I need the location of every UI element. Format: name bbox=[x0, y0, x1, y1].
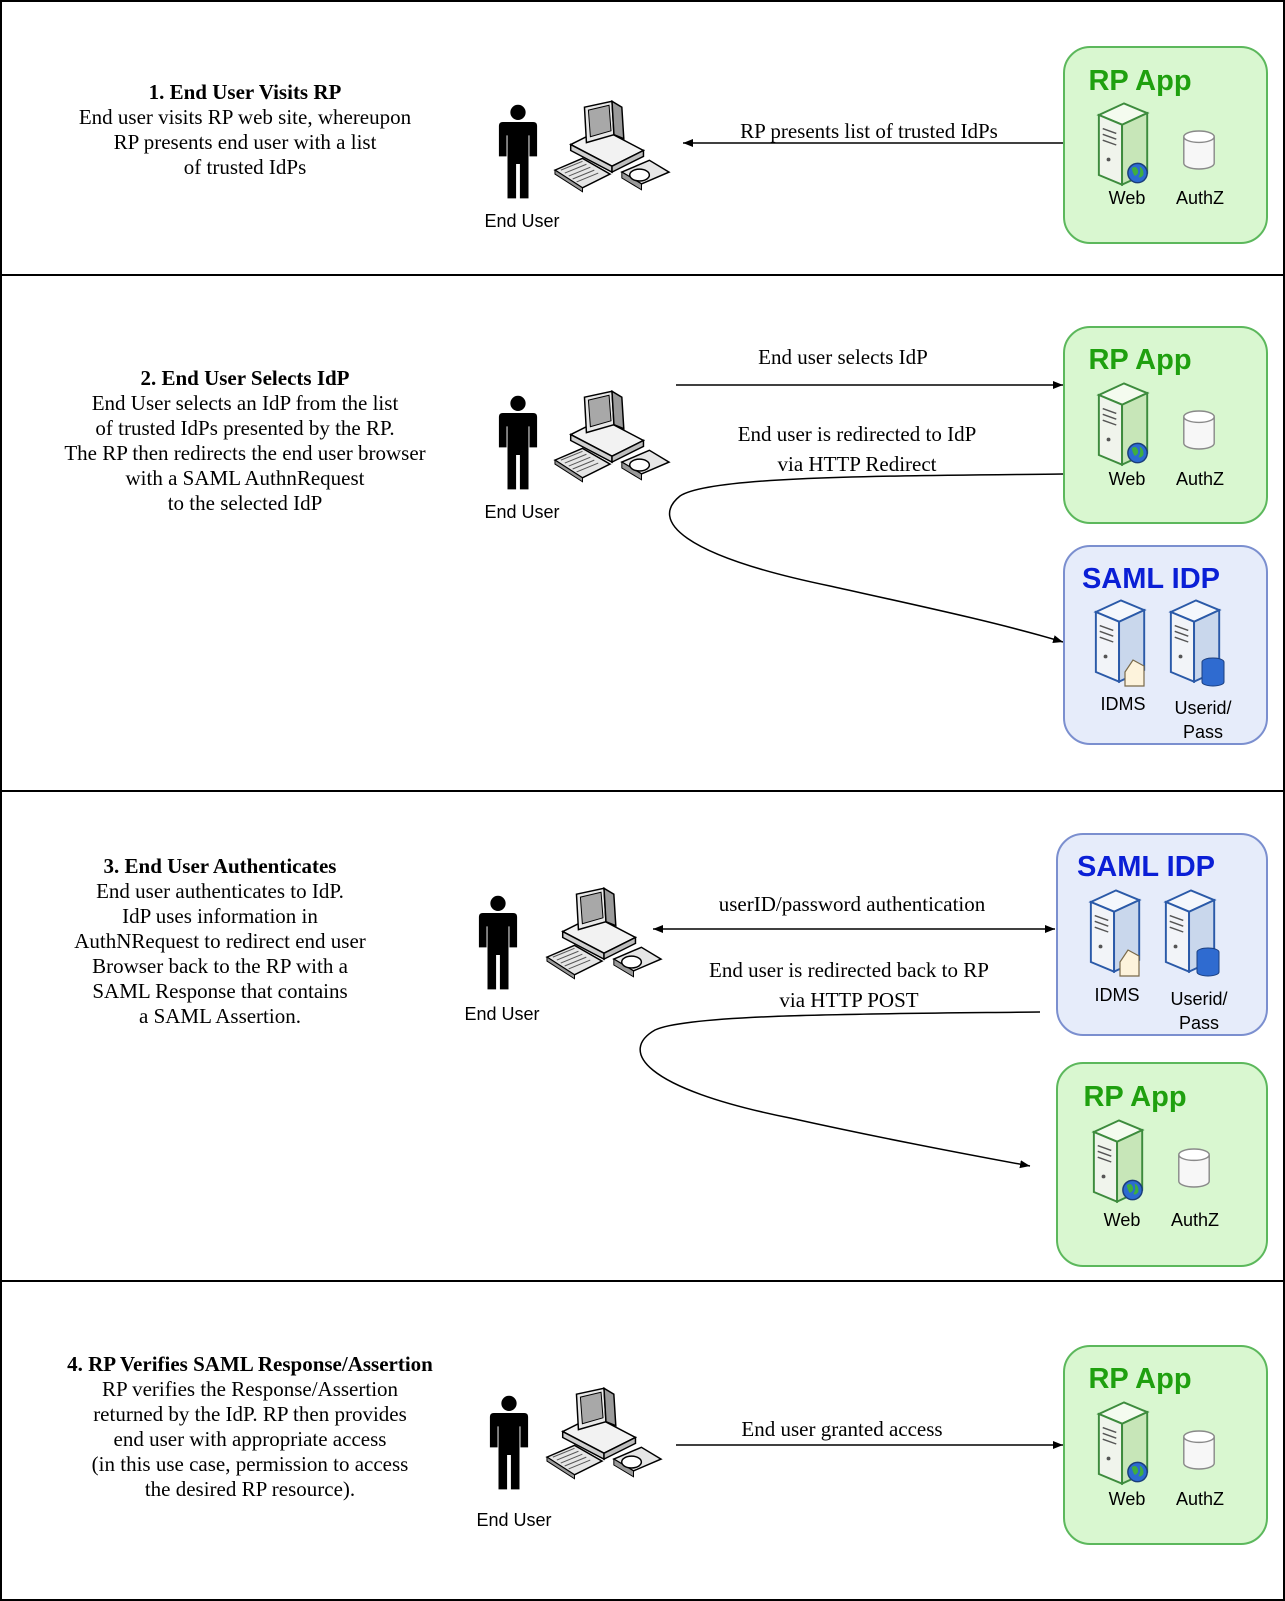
document-icon bbox=[1119, 949, 1140, 977]
database-icon bbox=[1183, 1430, 1215, 1470]
step1-description: 1. End User Visits RP End user visits RP… bbox=[40, 80, 450, 180]
web-server-icon bbox=[1097, 1401, 1149, 1485]
authz-label: AuthZ bbox=[1176, 188, 1224, 208]
arrow-label: End user is redirected back to RP bbox=[709, 958, 989, 982]
computer-icon bbox=[554, 100, 670, 193]
person-icon bbox=[498, 104, 538, 199]
step4-line: end user with appropriate access bbox=[113, 1427, 387, 1451]
arrow-label: End user is redirected to IdP bbox=[738, 422, 977, 446]
arrow-label: userID/password authentication bbox=[719, 892, 986, 916]
rp-app-title: RP App bbox=[1088, 344, 1191, 376]
computer-icon bbox=[546, 887, 662, 980]
arrow-redirect-to-rp bbox=[639, 1011, 1041, 1169]
database-icon bbox=[1183, 410, 1215, 450]
step4-line: returned by the IdP. RP then provides bbox=[93, 1402, 407, 1426]
document-icon bbox=[1124, 659, 1145, 687]
pass-label: Pass bbox=[1183, 722, 1223, 742]
saml-idp-box: SAML IDP IDMS Userid/ Pass bbox=[1056, 833, 1268, 1036]
step3-line: AuthNRequest to redirect end user bbox=[74, 929, 366, 953]
saml-idp-box: SAML IDP IDMS Userid/ Pass bbox=[1063, 545, 1268, 745]
end-user-label: End User bbox=[464, 1004, 539, 1024]
userid-label: Userid/ bbox=[1170, 989, 1227, 1009]
step3-line: IdP uses information in bbox=[122, 904, 318, 928]
web-label: Web bbox=[1109, 188, 1146, 208]
idms-label: IDMS bbox=[1095, 985, 1140, 1005]
rp-app-title: RP App bbox=[1088, 1363, 1191, 1395]
arrow-label: RP presents list of trusted IdPs bbox=[740, 119, 998, 143]
authz-label: AuthZ bbox=[1176, 1489, 1224, 1509]
web-label: Web bbox=[1109, 469, 1146, 489]
database-blue-icon bbox=[1196, 947, 1220, 977]
computer-icon bbox=[554, 390, 670, 483]
web-server-icon bbox=[1092, 1119, 1144, 1203]
step3-heading: 3. End User Authenticates bbox=[103, 854, 337, 878]
arrow-label: via HTTP POST bbox=[779, 988, 918, 1012]
step4-heading: 4. RP Verifies SAML Response/Assertion bbox=[67, 1352, 433, 1376]
person-icon bbox=[498, 395, 538, 490]
person-icon bbox=[489, 1395, 529, 1490]
step2-heading: 2. End User Selects IdP bbox=[140, 366, 350, 390]
step1-heading: 1. End User Visits RP bbox=[148, 80, 342, 104]
rp-app-title: RP App bbox=[1088, 65, 1191, 97]
saml-idp-title: SAML IDP bbox=[1082, 563, 1220, 595]
web-server-icon bbox=[1097, 102, 1149, 186]
rp-app-box: RP App Web AuthZ bbox=[1056, 1062, 1268, 1267]
pass-label: Pass bbox=[1179, 1013, 1219, 1033]
web-label: Web bbox=[1104, 1210, 1141, 1230]
idms-label: IDMS bbox=[1101, 694, 1146, 714]
step1-line: of trusted IdPs bbox=[183, 155, 307, 179]
arrow-label: End user granted access bbox=[741, 1417, 942, 1441]
step2-line: with a SAML AuthnRequest bbox=[125, 466, 365, 490]
database-icon bbox=[1178, 1148, 1210, 1188]
step3-line: a SAML Assertion. bbox=[139, 1004, 301, 1028]
step3-line: Browser back to the RP with a bbox=[92, 954, 348, 978]
rp-app-box: RP App Web AuthZ bbox=[1063, 326, 1268, 524]
person-icon bbox=[478, 895, 518, 990]
database-blue-icon bbox=[1201, 657, 1225, 687]
step3-line: SAML Response that contains bbox=[92, 979, 348, 1003]
step3-description: 3. End User Authenticates End user authe… bbox=[20, 854, 420, 1029]
arrow-redirect-to-idp bbox=[668, 473, 1064, 643]
end-user-label: End User bbox=[484, 211, 559, 231]
end-user-label: End User bbox=[476, 1510, 551, 1530]
step4-line: the desired RP resource). bbox=[144, 1477, 356, 1501]
step2-description: 2. End User Selects IdP End User selects… bbox=[15, 366, 475, 516]
step3-line: End user authenticates to IdP. bbox=[96, 879, 344, 903]
step2-line: to the selected IdP bbox=[167, 491, 323, 515]
rp-app-title: RP App bbox=[1083, 1081, 1186, 1113]
step2-line: The RP then redirects the end user brows… bbox=[64, 441, 426, 465]
rp-app-box: RP App Web AuthZ bbox=[1063, 1345, 1268, 1545]
step1-line: RP presents end user with a list bbox=[113, 130, 377, 154]
step1-line: End user visits RP web site, whereupon bbox=[78, 105, 412, 129]
web-server-icon bbox=[1097, 382, 1149, 466]
step4-line: (in this use case, permission to access bbox=[91, 1452, 409, 1476]
saml-idp-title: SAML IDP bbox=[1077, 851, 1215, 883]
authz-label: AuthZ bbox=[1171, 1210, 1219, 1230]
arrow-label: via HTTP Redirect bbox=[777, 452, 936, 476]
end-user-label: End User bbox=[484, 502, 559, 522]
database-icon bbox=[1183, 130, 1215, 170]
rp-app-box: RP App Web AuthZ bbox=[1063, 46, 1268, 244]
computer-icon bbox=[546, 1387, 662, 1480]
userid-label: Userid/ bbox=[1174, 698, 1231, 718]
step4-description: 4. RP Verifies SAML Response/Assertion R… bbox=[15, 1352, 485, 1502]
web-label: Web bbox=[1109, 1489, 1146, 1509]
authz-label: AuthZ bbox=[1176, 469, 1224, 489]
step2-line: of trusted IdPs presented by the RP. bbox=[95, 416, 395, 440]
step4-line: RP verifies the Response/Assertion bbox=[101, 1377, 399, 1401]
arrow-label: End user selects IdP bbox=[758, 345, 928, 369]
step2-line: End User selects an IdP from the list bbox=[91, 391, 399, 415]
